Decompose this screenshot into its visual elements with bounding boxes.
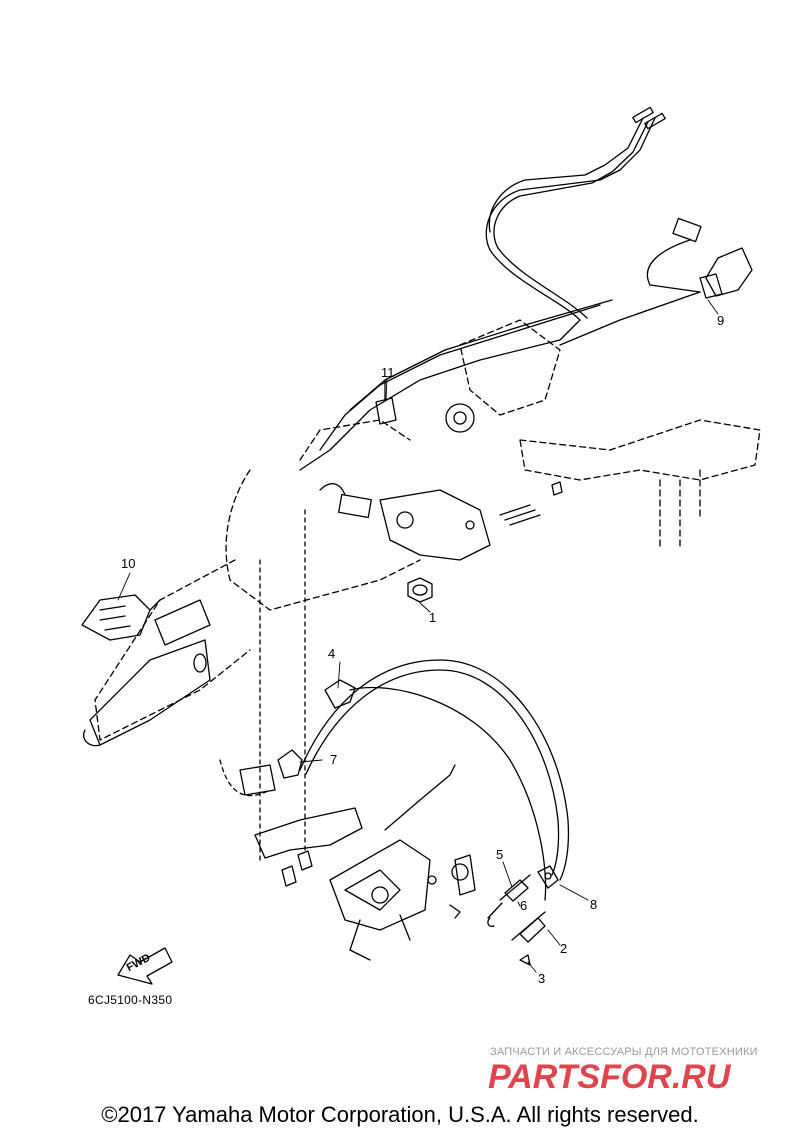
callout-10: 10 [121, 556, 136, 571]
fwd-arrow-icon [117, 947, 173, 985]
callout-3: 3 [538, 971, 546, 986]
wire-connector [319, 403, 475, 519]
part-8-joint [537, 865, 559, 889]
throttle-cable-loop [299, 659, 570, 901]
pivot-bracket [379, 481, 563, 561]
part-11-clip [375, 379, 397, 425]
callout-4: 4 [328, 646, 336, 661]
callout-9: 9 [717, 313, 725, 328]
part-10-grip [81, 594, 161, 641]
part-5-rod [487, 874, 531, 919]
partsfor-logo: PARTSFOR.RU [488, 1058, 732, 1096]
linkage-assembly [329, 764, 476, 961]
callout-7: 7 [330, 752, 338, 767]
part-4-clamp [324, 679, 356, 709]
part-7-clamp [277, 749, 303, 779]
control-cables [299, 106, 666, 471]
callout-6: 6 [520, 898, 528, 913]
copyright-footer: ©2017 Yamaha Motor Corporation, U.S.A. A… [101, 1102, 699, 1127]
part-1-nut [407, 577, 433, 603]
callout-11: 11 [381, 365, 395, 380]
watermark-tagline: ЗАПЧАСТИ И АКСЕССУАРЫ ДЛЯ МОТОТЕХНИКИ [490, 1046, 758, 1058]
callout-2: 2 [560, 941, 568, 956]
tiller-bracket [94, 319, 761, 741]
diagram-part-code: 6CJ5100-N350 [88, 993, 173, 1007]
callout-5: 5 [496, 847, 504, 862]
part-2-rod [511, 911, 546, 943]
bolt-leaders [219, 509, 306, 861]
part-3-clip [519, 954, 531, 966]
callout-leaders [117, 299, 719, 973]
harness-wire [559, 217, 753, 346]
mounting-bracket [239, 764, 363, 887]
svg-text:PARTSFOR.RU: PARTSFOR.RU [488, 1058, 732, 1096]
tiller-handle [83, 599, 211, 747]
part-6-pin [487, 917, 495, 928]
callout-1: 1 [429, 610, 437, 625]
callout-8: 8 [590, 897, 598, 912]
